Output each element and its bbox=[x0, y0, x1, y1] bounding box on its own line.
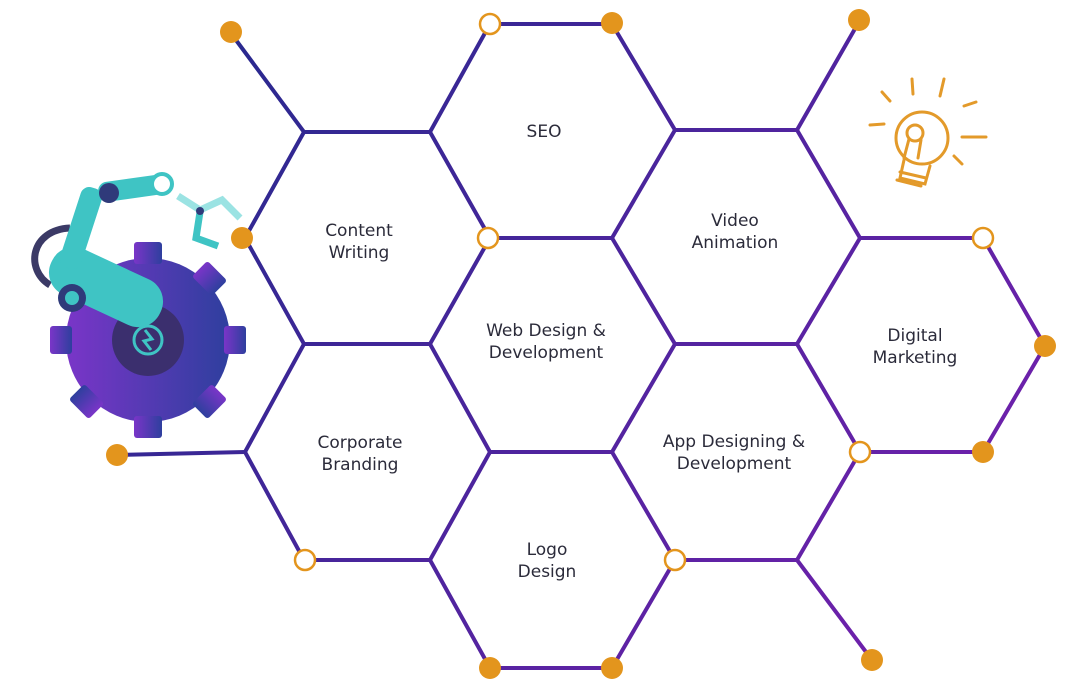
hex-edge bbox=[243, 236, 306, 346]
hex-label-web-design-line-1: Web Design & bbox=[486, 321, 606, 341]
hex-edge bbox=[795, 236, 862, 346]
filled-node bbox=[106, 444, 128, 466]
hex-edge bbox=[610, 22, 677, 132]
filled-node bbox=[861, 649, 883, 671]
hex-edge bbox=[610, 558, 677, 670]
hex-edge bbox=[243, 450, 306, 562]
hex-edge bbox=[795, 342, 862, 454]
hex-edge bbox=[981, 344, 1047, 454]
filled-node bbox=[972, 441, 994, 463]
connector-nodes bbox=[106, 9, 1056, 679]
hex-edge bbox=[610, 450, 677, 562]
hex-edge bbox=[428, 130, 492, 240]
filled-node bbox=[601, 657, 623, 679]
hex-label-digital-marketing-line-1: Digital bbox=[887, 326, 942, 346]
hex-label-web-design: Web Design & Development bbox=[486, 321, 606, 363]
hollow-node bbox=[478, 12, 502, 36]
hex-edge bbox=[795, 18, 862, 132]
hollow-node bbox=[848, 440, 872, 464]
hex-edge bbox=[981, 236, 1047, 348]
hex-edge bbox=[610, 342, 677, 454]
hex-edge bbox=[610, 128, 677, 240]
hollow-node bbox=[971, 226, 995, 250]
hex-label-video-animation-line-1: Video bbox=[711, 211, 759, 231]
filled-node bbox=[220, 21, 242, 43]
hex-edge bbox=[116, 450, 247, 457]
hex-edge bbox=[428, 558, 492, 670]
hex-label-logo-design-line-1: Logo bbox=[527, 540, 568, 560]
hex-edge bbox=[795, 128, 862, 240]
hex-label-logo-design: Logo Design bbox=[518, 540, 577, 582]
hex-edge bbox=[795, 450, 862, 562]
hex-label-app-designing-line-1: App Designing & bbox=[663, 432, 805, 452]
hex-label-corporate-branding-line-2: Branding bbox=[322, 455, 399, 475]
hex-label-logo-design-line-2: Design bbox=[518, 562, 577, 582]
hollow-node bbox=[663, 548, 687, 572]
filled-node bbox=[601, 12, 623, 34]
hex-edge bbox=[243, 130, 306, 240]
hex-label-web-design-line-2: Development bbox=[489, 343, 604, 363]
hex-edge bbox=[428, 342, 492, 454]
hex-label-app-designing: App Designing & Development bbox=[663, 432, 805, 474]
hex-edge bbox=[610, 236, 677, 346]
hex-label-seo: SEO bbox=[527, 122, 562, 142]
filled-node bbox=[231, 227, 253, 249]
hex-label-content-writing-line-1: Content bbox=[325, 221, 393, 241]
hex-label-app-designing-line-2: Development bbox=[677, 454, 792, 474]
hex-label-video-animation-line-2: Animation bbox=[692, 233, 779, 253]
hex-edge bbox=[428, 22, 492, 134]
hex-label-video-animation: Video Animation bbox=[692, 211, 779, 253]
hex-label-content-writing: Content Writing bbox=[325, 221, 393, 263]
hex-label-corporate-branding: Corporate Branding bbox=[318, 433, 403, 475]
hex-label-digital-marketing-line-2: Marketing bbox=[873, 348, 958, 368]
hollow-node bbox=[293, 548, 317, 572]
hex-label-corporate-branding-line-1: Corporate bbox=[318, 433, 403, 453]
hex-edge bbox=[428, 236, 492, 346]
hex-edge bbox=[228, 30, 306, 134]
robot-arm-gear-icon bbox=[31, 172, 246, 438]
hex-edge bbox=[243, 342, 306, 454]
hollow-node bbox=[476, 226, 500, 250]
lightbulb-icon bbox=[868, 77, 988, 188]
hexagon-network bbox=[116, 18, 1047, 670]
filled-node bbox=[1034, 335, 1056, 357]
hex-edge bbox=[428, 450, 492, 562]
hex-label-digital-marketing: Digital Marketing bbox=[873, 326, 958, 368]
hex-label-content-writing-line-2: Writing bbox=[329, 243, 390, 263]
filled-node bbox=[479, 657, 501, 679]
hex-edge bbox=[795, 558, 874, 662]
filled-node bbox=[848, 9, 870, 31]
hex-label-seo-line-1: SEO bbox=[527, 122, 562, 142]
